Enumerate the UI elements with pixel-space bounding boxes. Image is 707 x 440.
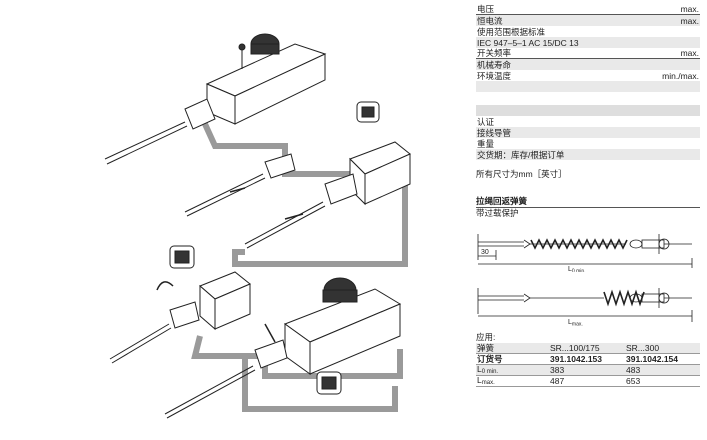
spec-row: 机械寿命 (476, 59, 700, 70)
spec-label: 重量 (477, 138, 495, 149)
spec-row: 接线导管 (476, 127, 700, 138)
spec-row: 重量 (476, 138, 700, 149)
application-cell-label: Lmax. (477, 374, 495, 386)
spring-drawing-l0: 30 L0 min. (477, 234, 693, 275)
application-label: 应用: (476, 332, 496, 342)
spec-value: min./max. (662, 70, 699, 81)
spec-label: 环境温度 (477, 70, 512, 81)
application-row: L0 min. 383 483 (476, 363, 700, 376)
lower-right-switch-unit (164, 277, 402, 419)
spec-label: 接线导管 (477, 127, 512, 138)
spec-row: 开关频率 max. (476, 48, 700, 59)
spec-row: 认证 (476, 116, 700, 127)
spec-value: max. (680, 15, 699, 26)
top-switch-unit (104, 33, 327, 165)
dim-lmax-label: Lmax. (568, 319, 583, 326)
application-cell-sr300: 483 (626, 365, 641, 375)
dim-30-label: 30 (481, 249, 489, 256)
application-cell-label: 弹簧 (477, 343, 495, 353)
section-subtitle: 带过载保护 (476, 207, 700, 218)
spec-row: 环境温度 min./max. (476, 70, 700, 81)
application-row: 订货号 391.1042.153 391.1042.154 (476, 354, 700, 365)
application-cell-label: L0 min. (477, 363, 499, 375)
lower-left-switch-unit (109, 245, 251, 364)
spec-row: 电压 max. (476, 4, 700, 15)
application-cell-sr100: 487 (550, 376, 565, 386)
application-table: 弹簧 SR...100/175 SR...300 订货号 391.1042.153 391… (476, 343, 700, 387)
spec-value: max. (680, 4, 699, 14)
application-cell-sr100: 383 (550, 365, 565, 375)
spec-row: IEC 947–5–1 AC 15/DC 13 (476, 37, 700, 48)
spec-row: 使用范围根据标准 (476, 26, 700, 37)
dimension-note: 所有尺寸为mm［英寸］ (476, 169, 567, 179)
spec-label: 认证 (477, 116, 495, 127)
application-cell-sr300: 391.1042.154 (626, 354, 678, 364)
application-cell-sr300: SR...300 (626, 343, 660, 353)
application-cell-label: 订货号 (477, 354, 503, 364)
middle-switch-unit (184, 101, 411, 249)
dim-l0min-label: L0 min. (568, 266, 586, 272)
spec-label: IEC 947–5–1 AC 15/DC 13 (477, 37, 579, 48)
spec-row (476, 105, 700, 116)
rope-switch-illustration (104, 33, 411, 419)
spec-row: 恒电流 max. (476, 15, 700, 26)
spec-value: max. (680, 48, 699, 58)
spring-drawing-lmax: Lmax. (477, 288, 693, 328)
application-cell-sr100: 391.1042.153 (550, 354, 602, 364)
spec-label: 电压 (477, 4, 495, 14)
application-cell-sr100: SR...100/175 (550, 343, 600, 353)
spec-label: 使用范围根据标准 (477, 26, 546, 37)
spec-row (476, 92, 700, 105)
application-row: 弹簧 SR...100/175 SR...300 (476, 343, 700, 354)
application-cell-sr300: 653 (626, 376, 641, 386)
application-row: Lmax. 487 653 (476, 374, 700, 387)
spec-row: 交货期：库存/根据订单 (476, 149, 700, 160)
spec-label: 开关频率 (477, 48, 512, 58)
spec-label: 交货期：库存/根据订单 (477, 149, 565, 160)
spec-label: 恒电流 (477, 15, 503, 26)
spec-row (476, 81, 700, 92)
section-title: 拉绳回返弹簧 (476, 196, 528, 206)
spec-label: 机械寿命 (477, 59, 512, 70)
